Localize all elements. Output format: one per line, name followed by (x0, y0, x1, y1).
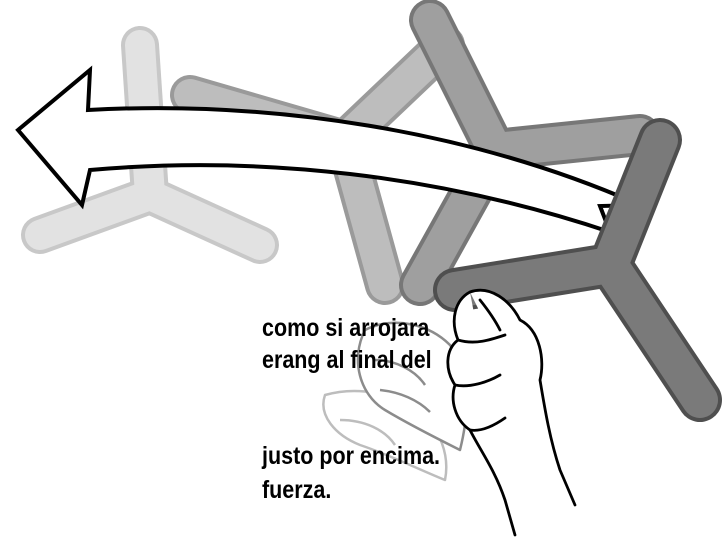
caption-line-3: justo por encima. (262, 442, 440, 470)
caption-line-2: erang al final del (262, 346, 432, 374)
caption-line-1: como si arrojara (262, 314, 429, 342)
hand-front (448, 290, 575, 535)
caption-line-4: fuerza. (262, 476, 331, 504)
